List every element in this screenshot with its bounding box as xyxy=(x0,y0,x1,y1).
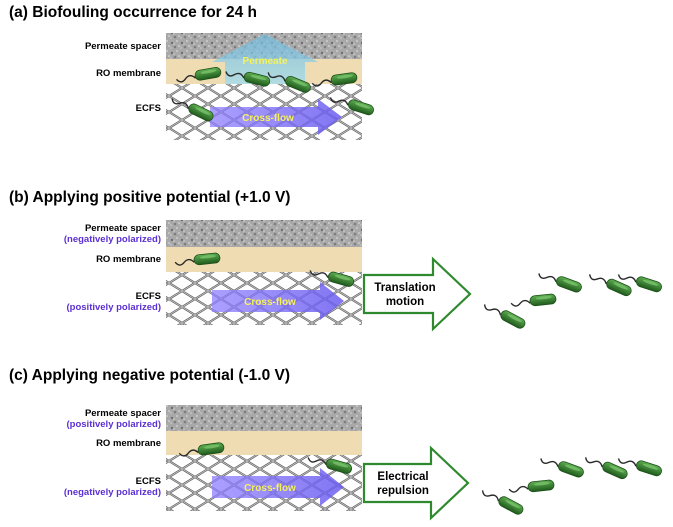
crossflow-arrow xyxy=(212,468,344,506)
label-text: Permeate spacer xyxy=(84,223,161,234)
crossflow-text: Cross-flow xyxy=(244,297,296,308)
ro-membrane-label: RO membrane xyxy=(6,68,161,79)
panel-title: (c) Applying negative potential (-1.0 V) xyxy=(9,367,291,384)
crossflow-text: Cross-flow xyxy=(244,483,296,494)
label-text: ECFS xyxy=(135,103,161,114)
label-text: Permeate spacer xyxy=(84,41,161,52)
bacterium xyxy=(536,267,584,295)
polarization-note: (negatively polarized) xyxy=(63,487,161,498)
module-cross-section: Cross-flow Translation motion xyxy=(166,220,664,332)
module-cross-section: Cross-flow Electrical repulsion xyxy=(166,405,664,521)
panel-title: (a) Biofouling occurrence for 24 h xyxy=(9,4,258,21)
polarization-note: (negatively polarized) xyxy=(63,234,161,245)
ro-membrane-label: RO membrane xyxy=(6,254,161,265)
bacterium xyxy=(538,452,586,480)
label-text: Permeate spacer xyxy=(84,408,161,419)
panel-title: (b) Applying positive potential (+1.0 V) xyxy=(9,189,291,206)
bacterium xyxy=(586,269,634,298)
label-text: RO membrane xyxy=(96,68,161,79)
label-text: RO membrane xyxy=(96,438,161,449)
label-text: ECFS xyxy=(135,476,161,487)
arrow-text-line1: Translation xyxy=(374,282,435,294)
crossflow-text: Cross-flow xyxy=(242,113,294,124)
panel-b: (b) Applying positive potential (+1.0 V)… xyxy=(0,187,673,347)
ecfs-label: ECFS (positively polarized) xyxy=(6,291,162,313)
polarization-note: (positively polarized) xyxy=(66,419,162,430)
arrow-text-line1: Electrical xyxy=(377,471,428,483)
permeate-spacer-label: Permeate spacer xyxy=(6,41,161,52)
label-text: RO membrane xyxy=(96,254,161,265)
outline-arrow xyxy=(362,256,472,332)
bacterium xyxy=(507,478,556,495)
ecfs-label: ECFS (negatively polarized) xyxy=(6,476,161,498)
ecfs-label: ECFS xyxy=(6,103,161,114)
permeate-spacer-layer xyxy=(166,405,362,431)
permeate-spacer-label: Permeate spacer (positively polarized) xyxy=(6,408,162,430)
arrow-text-line2: motion xyxy=(386,296,424,308)
permeate-spacer-label: Permeate spacer (negatively polarized) xyxy=(6,223,161,245)
permeate-spacer-layer xyxy=(166,220,362,247)
panel-c: (c) Applying negative potential (-1.0 V)… xyxy=(0,365,673,527)
ro-membrane-label: RO membrane xyxy=(6,438,161,449)
permeate-text: Permeate xyxy=(242,56,287,67)
ro-membrane-layer xyxy=(166,431,362,455)
polarization-note: (positively polarized) xyxy=(66,302,162,313)
outline-arrow xyxy=(362,445,470,521)
label-text: ECFS xyxy=(135,291,161,302)
crossflow-arrow xyxy=(212,282,344,320)
bacterium xyxy=(509,292,558,309)
panel-a: (a) Biofouling occurrence for 24 h Perme… xyxy=(0,0,673,170)
arrow-text-line2: repulsion xyxy=(377,485,429,497)
permeate-arrow xyxy=(212,34,318,84)
bacterium xyxy=(582,452,630,481)
crossflow-arrow xyxy=(210,99,342,135)
module-cross-section: Permeate Cross-flow xyxy=(166,33,376,140)
